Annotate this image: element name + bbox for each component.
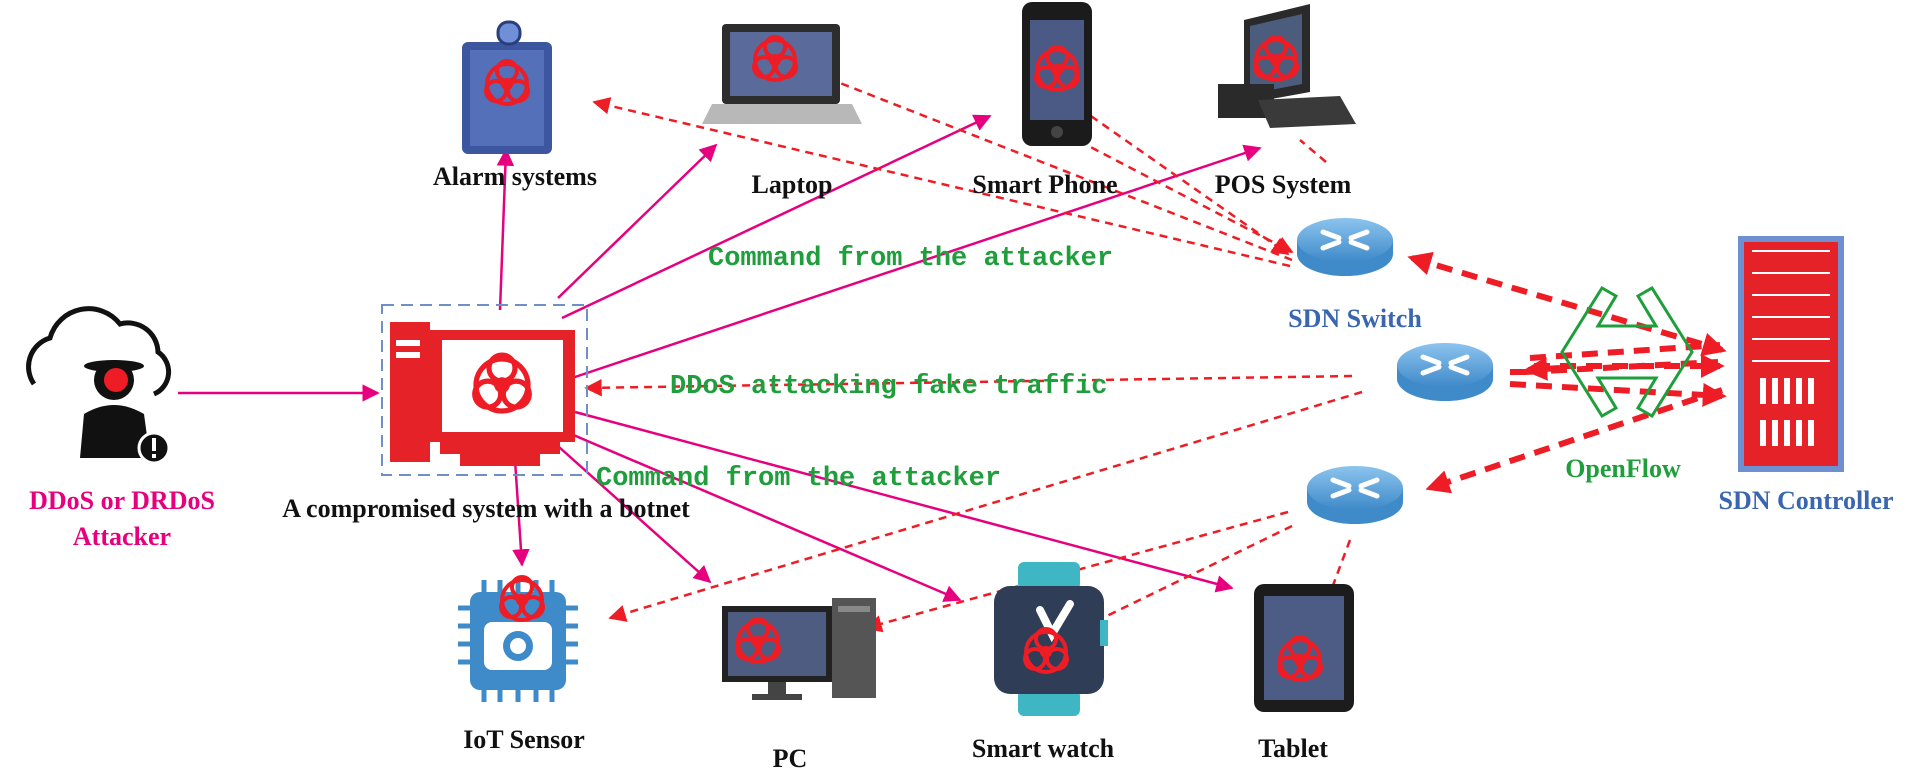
- attacker-label-line2: Attacker: [73, 522, 171, 551]
- laptop-icon: [702, 24, 862, 124]
- traffic-switch-to-laptop: [810, 69, 1293, 262]
- traffic-to-pc: [864, 510, 1289, 633]
- traffic-phone-to-switch: [1067, 98, 1290, 256]
- openflow-link-to-switch: [1523, 356, 1561, 381]
- smart-watch-icon: [994, 562, 1108, 716]
- pc-label: PC: [773, 744, 808, 769]
- traffic-smartphone-switch: [1053, 126, 1294, 254]
- openflow-icon: [1560, 285, 1694, 419]
- smart-phone-icon: [1022, 2, 1092, 146]
- sdn-controller-label: SDN Controller: [1718, 486, 1893, 515]
- alarm-systems-label: Alarm systems: [433, 162, 597, 191]
- smart-phone-label: Smart Phone: [972, 170, 1117, 199]
- traffic-links: [584, 69, 1363, 633]
- ddos-traffic-text: DDoS attacking fake traffic: [670, 372, 1107, 402]
- sdn-switch-bottom-icon: [1307, 466, 1403, 524]
- arrow-to-laptop: [557, 143, 718, 299]
- iot-sensor-icon: [458, 575, 578, 702]
- arrow-to-phone: [561, 114, 992, 320]
- compromised-system-icon: [381, 304, 588, 476]
- sdn-switch-top-icon: [1297, 218, 1393, 276]
- command-text-top: Command from the attacker: [708, 244, 1113, 274]
- sdn-controller-icon: [1738, 236, 1844, 472]
- traffic-to-iot: [608, 390, 1363, 622]
- arrow-to-iot: [512, 459, 530, 567]
- tablet-icon: [1254, 584, 1354, 712]
- traffic-pos-to-switch: [1299, 139, 1327, 163]
- alarm-systems-icon: [462, 20, 552, 154]
- arrow-to-pc: [539, 429, 712, 584]
- sdn-switch-label: SDN Switch: [1288, 304, 1422, 333]
- laptop-label: Laptop: [752, 170, 833, 199]
- attacker-icon: [26, 306, 172, 465]
- openflow-link-top: [1407, 251, 1727, 357]
- attacker-label-line1: DDoS or DRDoS: [29, 486, 215, 515]
- tablet-label: Tablet: [1258, 734, 1328, 763]
- iot-sensor-label: IoT Sensor: [463, 725, 585, 754]
- openflow-label: OpenFlow: [1565, 454, 1681, 483]
- pos-system-icon: [1218, 4, 1356, 128]
- command-text-bottom: Command from the attacker: [596, 464, 1001, 494]
- pos-system-label: POS System: [1215, 170, 1352, 199]
- compromised-system-label: A compromised system with a botnet: [282, 494, 690, 523]
- arrow-to-watch: [549, 423, 962, 602]
- arrow-to-pos: [571, 144, 1262, 380]
- traffic-switch-to-alarm: [592, 97, 1291, 268]
- sdn-switch-middle-icon: [1397, 343, 1493, 401]
- ddos-traffic-arrow: [584, 374, 1353, 397]
- arrow-to-alarm: [496, 148, 515, 311]
- openflow-link-mid-c: [1509, 381, 1727, 407]
- smart-watch-label: Smart watch: [972, 734, 1115, 763]
- pc-icon: [722, 598, 876, 700]
- traffic-to-watch: [1080, 524, 1293, 630]
